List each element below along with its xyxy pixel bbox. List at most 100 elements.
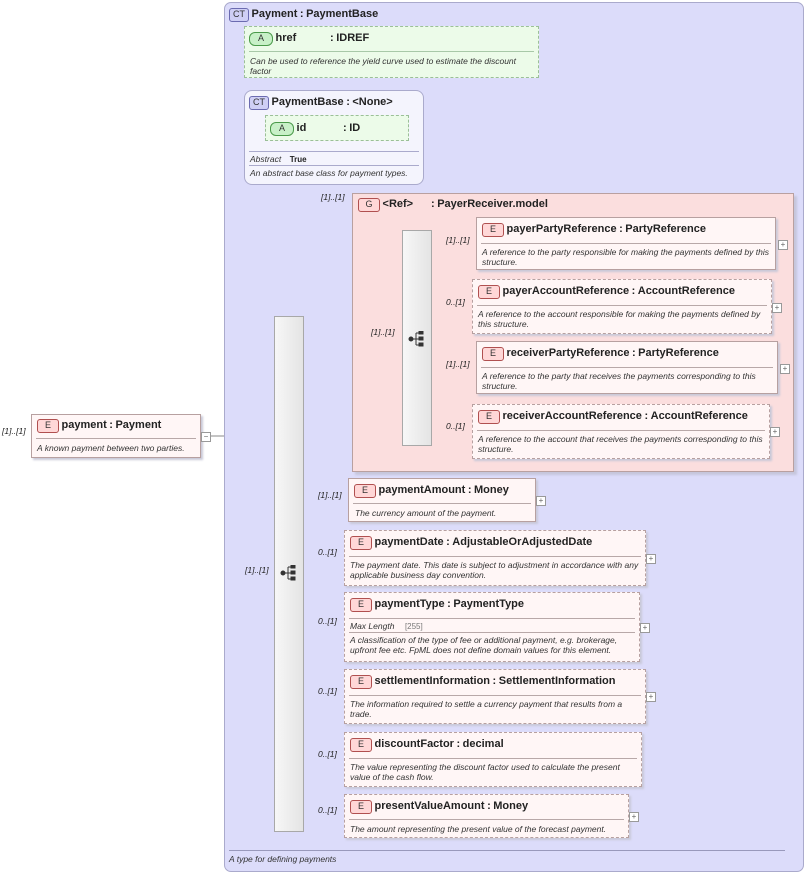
element-receiver-party-reference[interactable]: E receiverPartyReference : PartyReferenc… xyxy=(476,341,778,394)
sequence-icon xyxy=(280,565,296,581)
element-cardinality: 0..[1] xyxy=(446,297,465,307)
element-receiver-account-reference[interactable]: E receiverAccountReference : AccountRefe… xyxy=(472,404,770,459)
element-payment-type[interactable]: E paymentType : PaymentType Max Length [… xyxy=(344,592,640,662)
element-name: presentValueAmount xyxy=(374,800,485,812)
element-icon: E xyxy=(37,419,59,433)
element-name: receiverPartyReference xyxy=(506,347,630,359)
element-icon: E xyxy=(350,598,372,612)
group-cardinality: [1]..[1] xyxy=(321,192,345,202)
element-doc: The payment date. This date is subject t… xyxy=(350,560,639,580)
element-doc: A reference to the account that receives… xyxy=(478,434,763,454)
group-sequence[interactable] xyxy=(402,230,432,446)
expand-toggle[interactable]: + xyxy=(629,812,639,822)
element-name: payerPartyReference xyxy=(506,223,617,235)
element-doc: A reference to the party that receives t… xyxy=(482,371,756,391)
main-sequence[interactable] xyxy=(274,316,304,832)
element-doc: A classification of the type of fee or a… xyxy=(350,635,618,655)
type-separator: : xyxy=(299,8,304,20)
expand-toggle[interactable]: + xyxy=(778,240,788,250)
collapse-toggle[interactable]: − xyxy=(201,432,211,442)
element-name: paymentType xyxy=(374,598,445,610)
group-name: PayerReceiver.model xyxy=(437,198,548,210)
element-doc: The currency amount of the payment. xyxy=(355,508,497,518)
element-cardinality: 0..[1] xyxy=(318,686,337,696)
root-cardinality: [1]..[1] xyxy=(2,426,26,436)
element-icon: E xyxy=(478,285,500,299)
element-doc: The information required to settle a cur… xyxy=(350,699,623,719)
expand-toggle[interactable]: + xyxy=(640,623,650,633)
element-cardinality: 0..[1] xyxy=(446,421,465,431)
element-cardinality: [1]..[1] xyxy=(446,359,470,369)
element-icon: E xyxy=(350,675,372,689)
footer-divider xyxy=(229,850,785,851)
element-payer-party-reference[interactable]: E payerPartyReference : PartyReference A… xyxy=(476,217,776,270)
element-doc: A reference to the account responsible f… xyxy=(478,309,761,329)
element-cardinality: [1]..[1] xyxy=(318,490,342,500)
element-type: SettlementInformation xyxy=(498,675,616,687)
element-type: AccountReference xyxy=(637,285,735,297)
root-element-payment[interactable]: E payment : Payment A known payment betw… xyxy=(31,414,201,458)
element-icon: E xyxy=(354,484,376,498)
element-icon: E xyxy=(482,223,504,237)
expand-toggle[interactable]: + xyxy=(772,303,782,313)
ct-name: Payment xyxy=(251,8,298,20)
attribute-type: IDREF xyxy=(336,32,370,44)
ct-doc: An abstract base class for payment types… xyxy=(250,168,408,178)
element-type: PartyReference xyxy=(638,347,719,359)
element-name: paymentDate xyxy=(374,536,444,548)
expand-toggle[interactable]: + xyxy=(646,554,656,564)
group-sequence-cardinality: [1]..[1] xyxy=(371,327,395,337)
element-name: paymentAmount xyxy=(378,484,466,496)
expand-toggle[interactable]: + xyxy=(780,364,790,374)
attribute-href[interactable]: A href : IDREF Can be used to reference … xyxy=(244,26,539,78)
element-type: Money xyxy=(493,800,529,812)
main-sequence-cardinality: [1]..[1] xyxy=(245,565,269,575)
element-cardinality: 0..[1] xyxy=(318,616,337,626)
expand-toggle[interactable]: + xyxy=(770,427,780,437)
attribute-name: id xyxy=(296,122,307,134)
element-cardinality: 0..[1] xyxy=(318,547,337,557)
expand-toggle[interactable]: + xyxy=(536,496,546,506)
base-complex-type[interactable]: CT PaymentBase : <None> A id : ID Abstra… xyxy=(244,90,424,185)
group-ref: <Ref> xyxy=(382,198,414,210)
element-discount-factor[interactable]: E discountFactor : decimal The value rep… xyxy=(344,732,642,787)
element-present-value-amount[interactable]: E presentValueAmount : Money The amount … xyxy=(344,794,629,838)
abstract-value: True xyxy=(289,155,307,164)
element-settlement-information[interactable]: E settlementInformation : SettlementInfo… xyxy=(344,669,646,724)
element-type: PaymentType xyxy=(453,598,525,610)
ct-type: PaymentBase xyxy=(306,8,379,20)
element-doc: A known payment between two parties. xyxy=(37,443,185,453)
element-icon: E xyxy=(478,410,500,424)
element-payer-account-reference[interactable]: E payerAccountReference : AccountReferen… xyxy=(472,279,772,334)
element-cardinality: [1]..[1] xyxy=(446,235,470,245)
abstract-label: Abstract xyxy=(250,154,282,164)
element-name: receiverAccountReference xyxy=(502,410,642,422)
complex-type-icon: CT xyxy=(249,96,269,110)
element-doc: The value representing the discount fact… xyxy=(350,762,620,782)
attribute-doc: Can be used to reference the yield curve… xyxy=(250,56,517,76)
element-doc: The amount representing the present valu… xyxy=(350,824,607,834)
facet-label: Max Length xyxy=(350,621,395,631)
element-type: decimal xyxy=(462,738,504,750)
element-icon: E xyxy=(350,738,372,752)
expand-toggle[interactable]: + xyxy=(646,692,656,702)
ct-type: <None> xyxy=(352,96,393,108)
element-name: payerAccountReference xyxy=(502,285,630,297)
attribute-type: ID xyxy=(349,122,361,134)
element-type: AccountReference xyxy=(650,410,748,422)
group-icon: G xyxy=(358,198,380,212)
element-type: PartyReference xyxy=(625,223,707,235)
element-payment-date[interactable]: E paymentDate : AdjustableOrAdjustedDate… xyxy=(344,530,646,586)
ct-name: PaymentBase xyxy=(271,96,344,108)
element-icon: E xyxy=(482,347,504,361)
attribute-id[interactable]: A id : ID xyxy=(265,115,409,141)
element-payment-amount[interactable]: E paymentAmount : Money The currency amo… xyxy=(348,478,536,522)
element-type: Payment xyxy=(115,419,162,431)
complex-type-icon: CT xyxy=(229,8,249,22)
ct-header: CT Payment : PaymentBase xyxy=(229,8,378,22)
sequence-icon xyxy=(408,331,424,347)
element-name: payment xyxy=(61,419,107,431)
element-cardinality: 0..[1] xyxy=(318,749,337,759)
attribute-icon: A xyxy=(249,32,273,46)
element-cardinality: 0..[1] xyxy=(318,805,337,815)
